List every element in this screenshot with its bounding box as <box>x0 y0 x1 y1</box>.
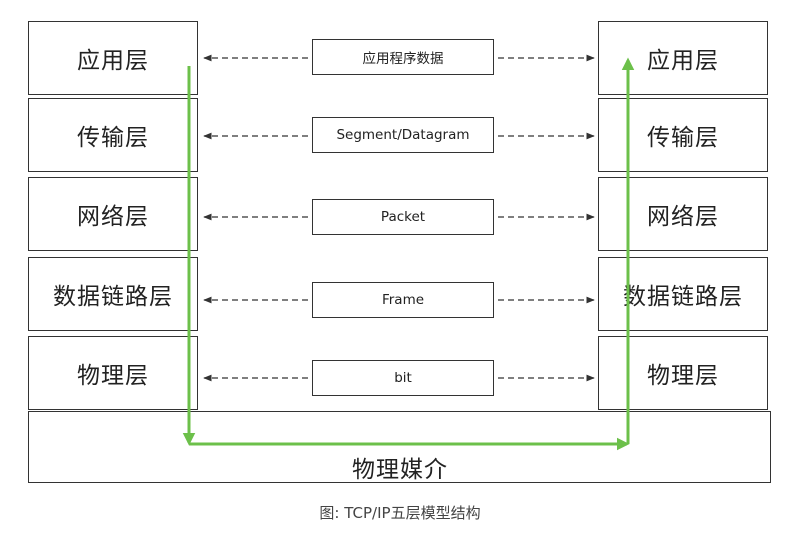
pdu-segment: Segment/Datagram <box>312 117 494 153</box>
pdu-frame: Frame <box>312 282 494 318</box>
right-layer-transport: 传输层 <box>598 98 768 172</box>
right-layer-datalink-label: 数据链路层 <box>623 284 743 310</box>
right-layer-physical: 物理层 <box>598 336 768 410</box>
physical-medium-label: 物理媒介 <box>352 457 448 483</box>
pdu-bit: bit <box>312 360 494 396</box>
pdu-application-data-label: 应用程序数据 <box>362 51 444 67</box>
right-layer-physical-label: 物理层 <box>647 363 719 389</box>
left-layer-datalink: 数据链路层 <box>28 257 198 331</box>
right-layer-network: 网络层 <box>598 177 768 251</box>
right-layer-application: 应用层 <box>598 21 768 95</box>
pdu-bit-label: bit <box>394 370 412 386</box>
left-layer-physical: 物理层 <box>28 336 198 410</box>
right-layer-application-label: 应用层 <box>647 48 719 74</box>
right-layer-transport-label: 传输层 <box>647 125 719 151</box>
left-layer-application: 应用层 <box>28 21 198 95</box>
left-layer-network-label: 网络层 <box>77 204 149 230</box>
pdu-packet-label: Packet <box>380 209 426 225</box>
physical-medium-box <box>28 411 771 483</box>
pdu-application-data: 应用程序数据 <box>312 39 494 75</box>
figure-caption: 图: TCP/IP五层模型结构 <box>319 504 481 522</box>
left-layer-transport: 传输层 <box>28 98 198 172</box>
left-layer-physical-label: 物理层 <box>77 363 149 389</box>
pdu-frame-label: Frame <box>381 292 425 308</box>
right-layer-network-label: 网络层 <box>647 204 719 230</box>
pdu-packet: Packet <box>312 199 494 235</box>
pdu-segment-label: Segment/Datagram <box>336 127 470 143</box>
left-layer-transport-label: 传输层 <box>77 125 149 151</box>
left-layer-datalink-label: 数据链路层 <box>53 284 173 310</box>
left-layer-network: 网络层 <box>28 177 198 251</box>
right-layer-datalink: 数据链路层 <box>598 257 768 331</box>
left-layer-application-label: 应用层 <box>77 48 149 74</box>
